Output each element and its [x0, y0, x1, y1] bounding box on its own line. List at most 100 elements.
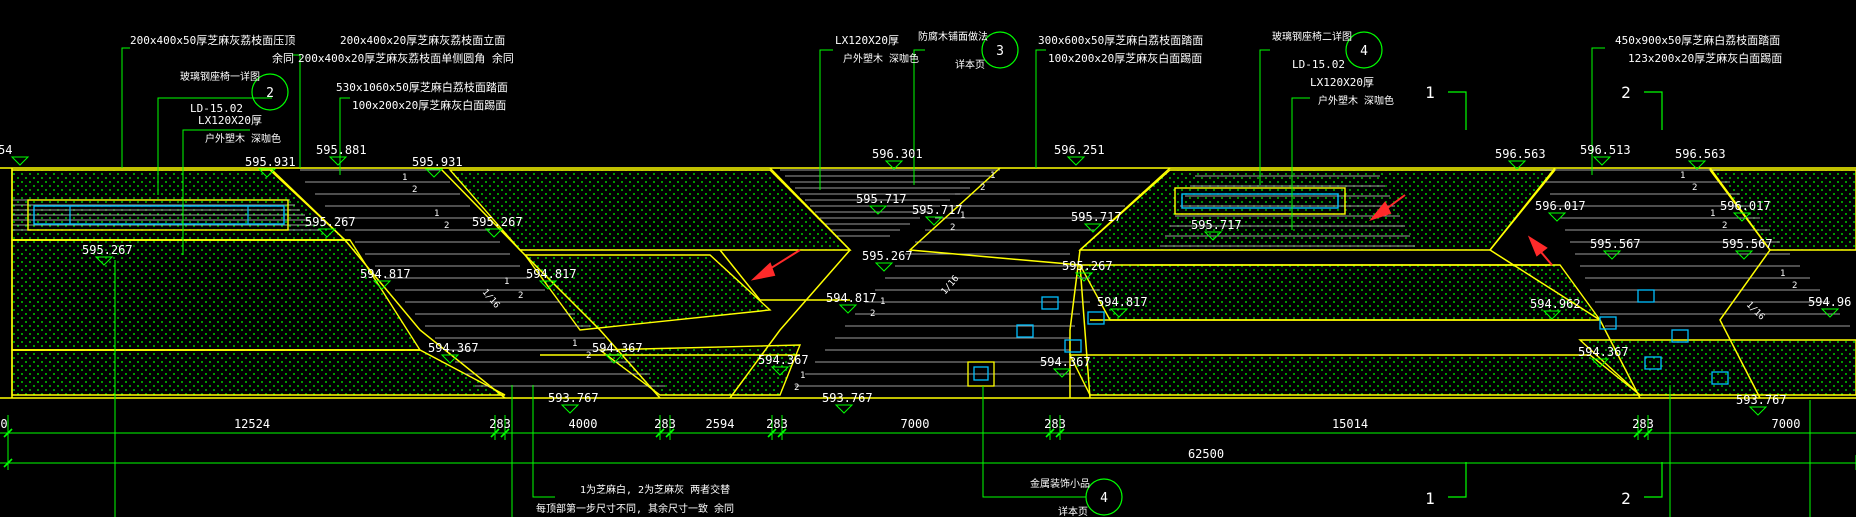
elev: 594.367 [758, 353, 809, 367]
dimension-ticks [3, 428, 1653, 468]
dim: 283 [1632, 417, 1654, 431]
step-num: 1 [960, 211, 965, 221]
elevation-triangle [1203, 231, 1223, 241]
elev: 594.817 [360, 267, 411, 281]
note-bench2-title: 玻璃钢座椅二详图 [1272, 30, 1352, 43]
hatch-right-low [1578, 339, 1856, 396]
callout-3: 3 [996, 44, 1004, 59]
dim-total: 62500 [1188, 447, 1224, 461]
step-num: 2 [1722, 221, 1727, 231]
section-1-bottom: 1 [1425, 489, 1435, 508]
note-bench2-mat: 户外塑木 深咖色 [1318, 94, 1394, 107]
elevation-triangle [257, 168, 277, 178]
metal-ornament-inner [973, 366, 989, 381]
elev: 595.931 [245, 155, 296, 169]
elev: 595.717 [1191, 218, 1242, 232]
elev: 594.367 [592, 341, 643, 355]
note-tread-450: 450x900x50厚芝麻白荔枝面踏面 [1615, 33, 1780, 47]
elev: 596.513 [1580, 143, 1631, 157]
tile [1599, 316, 1617, 330]
elev: 595.881 [316, 143, 367, 157]
step-num: 1 [880, 297, 885, 307]
note-deck-see: 详本页 [955, 58, 985, 71]
elevation-triangle [424, 168, 444, 178]
elev: 593.767 [1736, 393, 1787, 407]
dim: 7000 [1772, 417, 1801, 431]
elevation-triangle [94, 256, 114, 266]
elevation-triangle [1732, 212, 1752, 222]
elevation-triangle [440, 354, 460, 364]
tile [1041, 296, 1059, 310]
elevation-triangle [1592, 156, 1612, 166]
note-metal: 金属装饰小品 [1030, 477, 1090, 490]
dim: 283 [766, 417, 788, 431]
note-riser-round: 200x400x20厚芝麻灰荔枝面单侧圆角 余同 [298, 51, 514, 65]
elevation-triangle [1687, 160, 1707, 170]
planter-hatch-areas [11, 169, 1856, 396]
elevation-triangle [328, 156, 348, 166]
furniture [27, 187, 1729, 387]
elevation-triangle [838, 304, 858, 314]
elevation-triangle [1083, 223, 1103, 233]
elev: 596.017 [1720, 199, 1771, 213]
section-labels: 1 2 1 2 [1425, 83, 1631, 508]
elevation-triangle [874, 262, 894, 272]
note-riser: 200x400x20厚芝麻灰荔枝面立面 [340, 33, 505, 47]
note-deck-size: LX120X20厚 [835, 34, 899, 47]
tile [1087, 311, 1105, 325]
note-deck-method: 防腐木铺面做法 [918, 30, 988, 43]
dimension-lines [0, 415, 1856, 470]
slope: 1/16 [1744, 300, 1766, 322]
step-num: 1 [990, 171, 995, 181]
step-num: 1 [572, 339, 577, 349]
slope: 1/16 [480, 288, 502, 311]
note-bench1-mat: 户外塑木 深咖色 [205, 132, 281, 145]
callout-2: 2 [266, 86, 274, 101]
elev: 595.567 [1722, 237, 1773, 251]
note-deck-mat: 户外塑木 深咖色 [843, 52, 919, 65]
step-num: 2 [1792, 281, 1797, 291]
elev: 593.767 [822, 391, 873, 405]
elevation-triangle [1066, 156, 1086, 166]
elevation-triangle [1507, 160, 1527, 170]
elev: 594.817 [1097, 295, 1148, 309]
hatch-center-left-mid [523, 254, 772, 331]
callout-labels: 2 3 4 4 [266, 44, 1368, 506]
dim: 15014 [1332, 417, 1368, 431]
elev: 594.962 [1530, 297, 1581, 311]
elevation-triangle [1109, 308, 1129, 318]
elevation-triangle [604, 354, 624, 364]
elevation-triangle [10, 156, 30, 166]
elev: 594.817 [526, 267, 577, 281]
elev: 54 [0, 143, 12, 157]
step-num: 1 [1710, 209, 1715, 219]
callout-bubbles [251, 31, 1383, 516]
elevation-triangle [560, 404, 580, 414]
note-bench2-ref: LD-15.02 [1292, 58, 1345, 71]
tile [1016, 324, 1034, 338]
red-arrows [750, 194, 1553, 281]
annotation-notes: 200x400x50厚芝麻灰荔枝面压顶 余同 200x400x20厚芝麻灰荔枝面… [130, 30, 1782, 517]
tile [1671, 329, 1689, 343]
section-2-top: 2 [1621, 83, 1631, 102]
leader-ends [200, 97, 1310, 131]
step-num: 2 [794, 383, 799, 393]
note-kick-100: 100x200x20厚芝麻灰白面踢面 [352, 98, 506, 112]
bench-right-seat [1181, 193, 1339, 209]
note-alternate: 1为芝麻白, 2为芝麻灰 两者交替 [580, 483, 730, 496]
elev: 594.96 [1808, 295, 1851, 309]
tile [1637, 289, 1655, 303]
dimension-labels: 0 12524 283 4000 283 2594 283 7000 283 1… [0, 417, 1800, 461]
step-numbers: 1 2 1 2 1 2 1 2 1 2 1 2 1 2 1 2 1 2 1 2 … [402, 171, 1797, 393]
note-coping-same: 余同 [272, 51, 294, 65]
elev: 595.717 [856, 192, 907, 206]
step-num: 2 [444, 221, 449, 231]
step-num: 2 [980, 183, 985, 193]
dim: 12524 [234, 417, 270, 431]
elev: 596.563 [1495, 147, 1546, 161]
step-num: 1 [1780, 269, 1785, 279]
elev: 595.267 [82, 243, 133, 257]
elev: 594.367 [1040, 355, 1091, 369]
step-num: 2 [518, 291, 523, 301]
